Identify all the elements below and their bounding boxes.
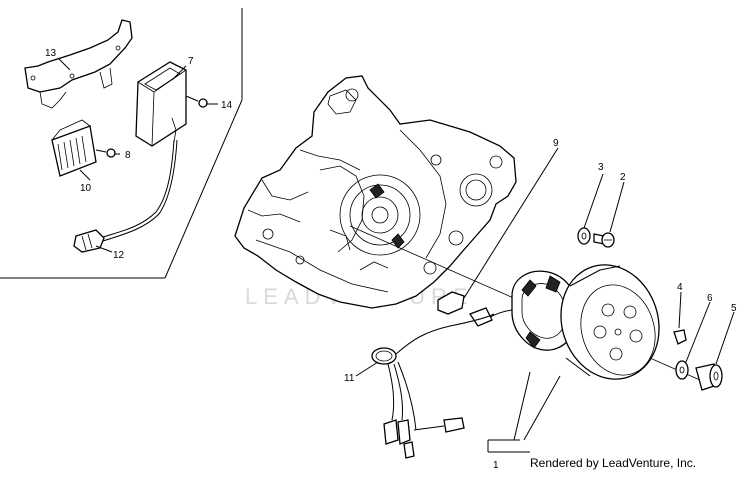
key-part-4[interactable] (673, 329, 687, 345)
callout-11: 11 (344, 373, 355, 384)
callout-7: 7 (188, 56, 194, 67)
flywheel-part-1[interactable] (546, 252, 673, 392)
crankcase (234, 75, 517, 309)
callout-12: 12 (113, 250, 125, 261)
callout-8: 8 (125, 150, 131, 161)
cdi-unit-part-7[interactable] (135, 61, 187, 147)
callout-13: 13 (45, 48, 57, 59)
inset-panel-border (0, 8, 243, 279)
callout-1: 1 (493, 460, 499, 471)
callout-9: 9 (553, 138, 559, 149)
regulator-part-10[interactable] (51, 119, 97, 177)
callout-3: 3 (598, 162, 604, 173)
wire-harness-part-11[interactable] (371, 313, 495, 459)
washer-part-6[interactable] (675, 360, 689, 380)
woodruff-part-9[interactable] (437, 291, 465, 315)
callout-5: 5 (731, 303, 737, 314)
callout-6: 6 (707, 293, 713, 304)
screw-part-8[interactable] (95, 148, 116, 158)
nut-part-5[interactable] (695, 363, 723, 391)
washer-part-3[interactable] (577, 227, 591, 245)
callout-14: 14 (221, 100, 233, 111)
callout-4: 4 (677, 282, 683, 293)
callout-10: 10 (80, 183, 92, 194)
bolt-part-2[interactable] (593, 232, 615, 248)
bracket-part-13[interactable] (24, 19, 133, 109)
screw-part-14[interactable] (185, 95, 208, 108)
leader-lines (57, 57, 735, 453)
credit-text: Rendered by LeadVenture, Inc. (530, 456, 696, 470)
callout-2: 2 (620, 172, 626, 183)
